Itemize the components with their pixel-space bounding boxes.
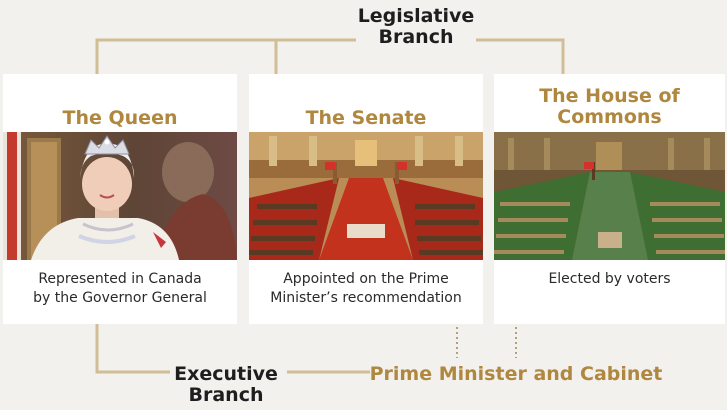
senate-card-description: Appointed on the Prime Minister’s recomm… bbox=[253, 270, 479, 308]
commons-chamber-image bbox=[494, 132, 725, 260]
senate-desc-line2: Minister’s recommendation bbox=[270, 290, 462, 306]
commons-title-line1: The House of bbox=[539, 85, 680, 107]
senate-desc-line1: Appointed on the Prime bbox=[283, 271, 449, 287]
senate-chamber-image bbox=[249, 132, 483, 260]
legislative-connector-left bbox=[95, 38, 356, 80]
senate-card-title: The Senate bbox=[305, 107, 427, 129]
executive-branch-line2: Branch bbox=[188, 384, 264, 406]
queen-desc-line1: Represented in Canada bbox=[38, 271, 202, 287]
legislative-branch-label: Legislative Branch bbox=[336, 6, 496, 48]
executive-branch-line1: Executive bbox=[174, 363, 278, 385]
executive-branch-label: Executive Branch bbox=[156, 364, 296, 406]
commons-title-line2: Commons bbox=[557, 106, 662, 128]
commons-card-description: Elected by voters bbox=[498, 270, 721, 289]
legislative-branch-line1: Legislative bbox=[357, 5, 475, 27]
senate-card: The Senate bbox=[249, 74, 483, 324]
queen-card-description: Represented in Canada by the Governor Ge… bbox=[7, 270, 233, 308]
commons-desc-line1: Elected by voters bbox=[548, 271, 671, 287]
prime-minister-cabinet-label: Prime Minister and Cabinet bbox=[369, 363, 663, 385]
legislative-branch-line2: Branch bbox=[378, 26, 454, 48]
legislative-connector-right bbox=[476, 38, 565, 80]
queen-card: The Queen bbox=[3, 74, 237, 324]
queen-desc-line2: by the Governor General bbox=[33, 290, 207, 306]
commons-card: The House of Commons bbox=[494, 74, 725, 324]
commons-card-title: The House of Commons bbox=[494, 86, 725, 128]
executive-connector-queen bbox=[95, 317, 170, 374]
queen-portrait-image bbox=[3, 132, 237, 260]
queen-card-title: The Queen bbox=[62, 107, 178, 129]
